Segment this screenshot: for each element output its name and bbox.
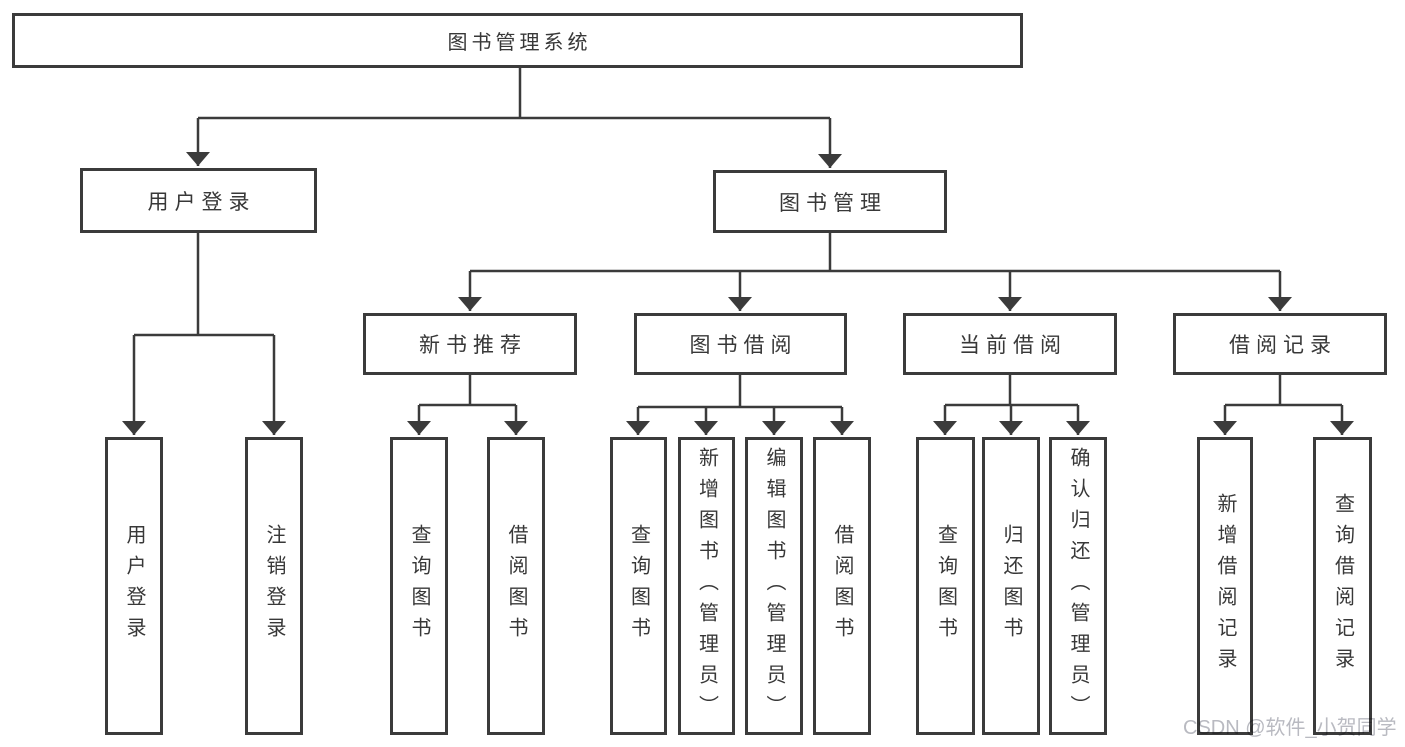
- csdn-watermark: CSDN @软件_小贺同学: [1183, 717, 1397, 739]
- node-book-borrowing: 图书借阅: [634, 313, 847, 375]
- leaf-add-books-admin-label: 新增图书（管理员）: [695, 446, 718, 726]
- leaf-query-borrow-record: 查询借阅记录: [1313, 437, 1372, 735]
- leaf-borrow-books-recommend-label: 借阅图书: [505, 524, 527, 648]
- node-book-borrowing-label: 图书借阅: [689, 334, 798, 357]
- leaf-add-books-admin: 新增图书（管理员）: [678, 437, 735, 735]
- node-root: 图书管理系统: [12, 13, 1023, 68]
- leaf-confirm-return-admin-label: 确认归还（管理员）: [1067, 446, 1089, 726]
- leaf-logout-login: 注销登录: [245, 437, 303, 735]
- leaf-query-books-recommend: 查询图书: [390, 437, 448, 735]
- leaf-edit-books-admin-label: 编辑图书（管理员）: [763, 446, 785, 726]
- leaf-edit-books-admin: 编辑图书（管理员）: [745, 437, 803, 735]
- leaf-query-books-borrow: 查询图书: [610, 437, 667, 735]
- node-borrowing-records: 借阅记录: [1173, 313, 1387, 375]
- leaf-query-books-current-label: 查询图书: [934, 524, 957, 648]
- leaf-return-books-label: 归还图书: [1000, 524, 1022, 648]
- node-current-borrowing-label: 当前借阅: [959, 334, 1067, 357]
- node-root-label: 图书管理系统: [447, 32, 592, 54]
- node-current-borrowing: 当前借阅: [903, 313, 1117, 375]
- leaf-query-books-borrow-label: 查询图书: [627, 524, 650, 648]
- node-book-management: 图书管理: [713, 170, 947, 233]
- leaf-add-borrow-record: 新增借阅记录: [1197, 437, 1253, 735]
- leaf-return-books: 归还图书: [982, 437, 1040, 735]
- leaf-user-login: 用户登录: [105, 437, 163, 735]
- node-new-book-recommendation: 新书推荐: [363, 313, 577, 375]
- node-new-book-recommendation-label: 新书推荐: [419, 334, 527, 357]
- leaf-query-books-recommend-label: 查询图书: [408, 524, 430, 648]
- node-borrowing-records-label: 借阅记录: [1229, 334, 1337, 357]
- leaf-borrow-books-label: 借阅图书: [831, 524, 853, 648]
- leaf-add-borrow-record-label: 新增借阅记录: [1214, 493, 1236, 679]
- leaf-user-login-label: 用户登录: [123, 524, 145, 648]
- node-user-login-label: 用户登录: [147, 190, 256, 214]
- node-user-login: 用户登录: [80, 168, 317, 233]
- leaf-query-borrow-record-label: 查询借阅记录: [1331, 493, 1354, 679]
- leaf-logout-login-label: 注销登录: [263, 524, 285, 648]
- leaf-borrow-books-recommend: 借阅图书: [487, 437, 545, 735]
- leaf-query-books-current: 查询图书: [916, 437, 975, 735]
- leaf-borrow-books: 借阅图书: [813, 437, 871, 735]
- node-book-management-label: 图书管理: [779, 191, 887, 215]
- leaf-confirm-return-admin: 确认归还（管理员）: [1049, 437, 1107, 735]
